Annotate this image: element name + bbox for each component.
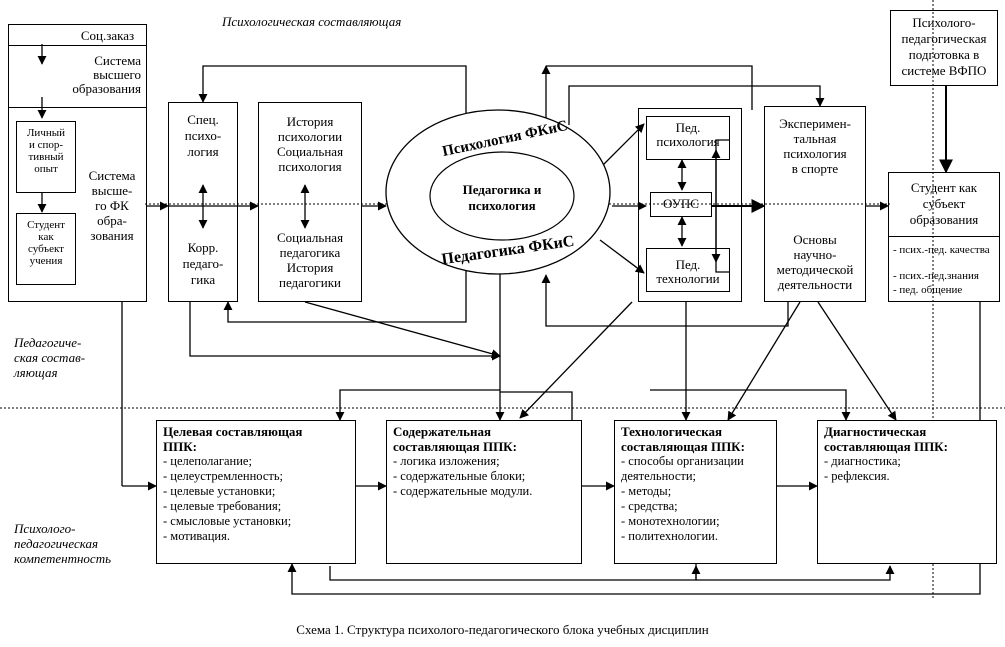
ppk-target-item: - целевые установки; — [163, 484, 276, 498]
ppk-diag-item: - диагностика; — [824, 454, 901, 468]
fpo-label: Психолого- педагогическая подготовка в с… — [901, 15, 987, 78]
ped-group-box — [638, 108, 742, 302]
ped-psych-box — [646, 116, 730, 160]
ppk-content-block: Содержательная составляющая ППК: - логик… — [386, 420, 582, 564]
oups-label: ОУПС — [663, 196, 699, 211]
student-ed-divider — [888, 236, 1000, 237]
ppk-tech-item: - политехнологии. — [621, 529, 718, 543]
student-ed-item: - пед. общение — [893, 284, 963, 296]
psych-component-label: Психологическая составляющая — [222, 14, 402, 29]
ppk-tech-block: Технологическая составляющая ППК: - спос… — [614, 420, 777, 564]
spec-psych-label: Спец. психо- логия — [184, 112, 222, 159]
ppk-component-label: Психолого- педагогическая компетентность — [14, 521, 112, 566]
ppk-diag-title: Диагностическая составляющая ППК: — [824, 424, 948, 454]
student-subject-label: Студент как субъект учения — [27, 219, 65, 267]
ppk-target-block: Целевая составляющая ППК: - целеполагани… — [156, 420, 356, 564]
ppk-target-item: - целевые требования; — [163, 499, 282, 513]
higher-ed-divider — [8, 46, 147, 108]
history-psych-label: История психологии Социальная психология — [276, 114, 344, 174]
ped-tech-label: Пед. технологии — [656, 257, 720, 286]
ppk-diag-item: - рефлексия. — [824, 469, 890, 483]
ppk-tech-title: Технологическая составляющая ППК: — [621, 424, 745, 454]
student-ed-item: - псих.-пед.знания — [893, 270, 979, 282]
fk-system-label: Система высше- го ФК обра- зования — [88, 168, 136, 243]
corr-ped-label: Корр. педаго- гика — [182, 240, 224, 287]
ppk-tech-item: - методы; — [621, 484, 672, 498]
exp-psych-label: Эксперимен- тальная психология в спорте — [779, 116, 851, 176]
ped-psych-label: Пед. психология — [656, 120, 720, 149]
soc-order-divider — [8, 24, 147, 46]
exp-research-box — [764, 106, 866, 302]
personal-exp-label: Личный и спор- тивный опыт — [26, 127, 66, 175]
spec-psych-box — [168, 102, 238, 302]
history-social-box — [258, 102, 362, 302]
student-subject-box — [16, 213, 76, 285]
caption: Схема 1. Структура психолого-педагогичес… — [296, 622, 709, 637]
social-ped-label: Социальная педагогика История педагогики — [276, 230, 344, 290]
ped-component-label: Педагогиче- ская состав- ляющая — [14, 335, 86, 380]
ppk-tech-item: - способы организации деятельности; — [621, 454, 744, 483]
student-ed-box — [888, 172, 1000, 302]
personal-exp-box — [16, 121, 76, 193]
ppk-tech-item: - монотехнологии; — [621, 514, 720, 528]
student-ed-label: Студент как субъект образования — [909, 180, 979, 227]
ppk-content-item: - содержательные модули. — [393, 484, 533, 498]
higher-ed-label: Система высшего образования — [72, 53, 141, 96]
student-ed-item: - псих.-пед. качества — [893, 244, 990, 256]
oups-box — [650, 192, 712, 217]
research-label: Основы научно- методической деятельности — [776, 232, 854, 292]
soc-order-label: Соц.заказ — [80, 28, 135, 43]
left-column-box — [8, 24, 147, 302]
ppk-target-item: - смысловые установки; — [163, 514, 292, 528]
ppk-target-item: - целеполагание; — [163, 454, 252, 468]
ppk-target-item: - мотивация. — [163, 529, 230, 543]
ppk-diag-block: Диагностическая составляющая ППК: - диаг… — [817, 420, 997, 564]
ppk-target-item: - целеустремленность; — [163, 469, 284, 483]
ppk-content-item: - логика изложения; — [393, 454, 500, 468]
ellipse-center-label: Педагогика и психология — [462, 182, 542, 213]
ped-tech-box — [646, 248, 730, 292]
inner-ellipse — [429, 151, 575, 241]
ppk-tech-item: - средства; — [621, 499, 678, 513]
ppk-content-item: - содержательные блоки; — [393, 469, 526, 483]
fpo-box — [890, 10, 998, 86]
ppk-content-title: Содержательная составляющая ППК: — [393, 424, 517, 454]
ppk-target-title: Целевая составляющая ППК: — [163, 424, 303, 454]
